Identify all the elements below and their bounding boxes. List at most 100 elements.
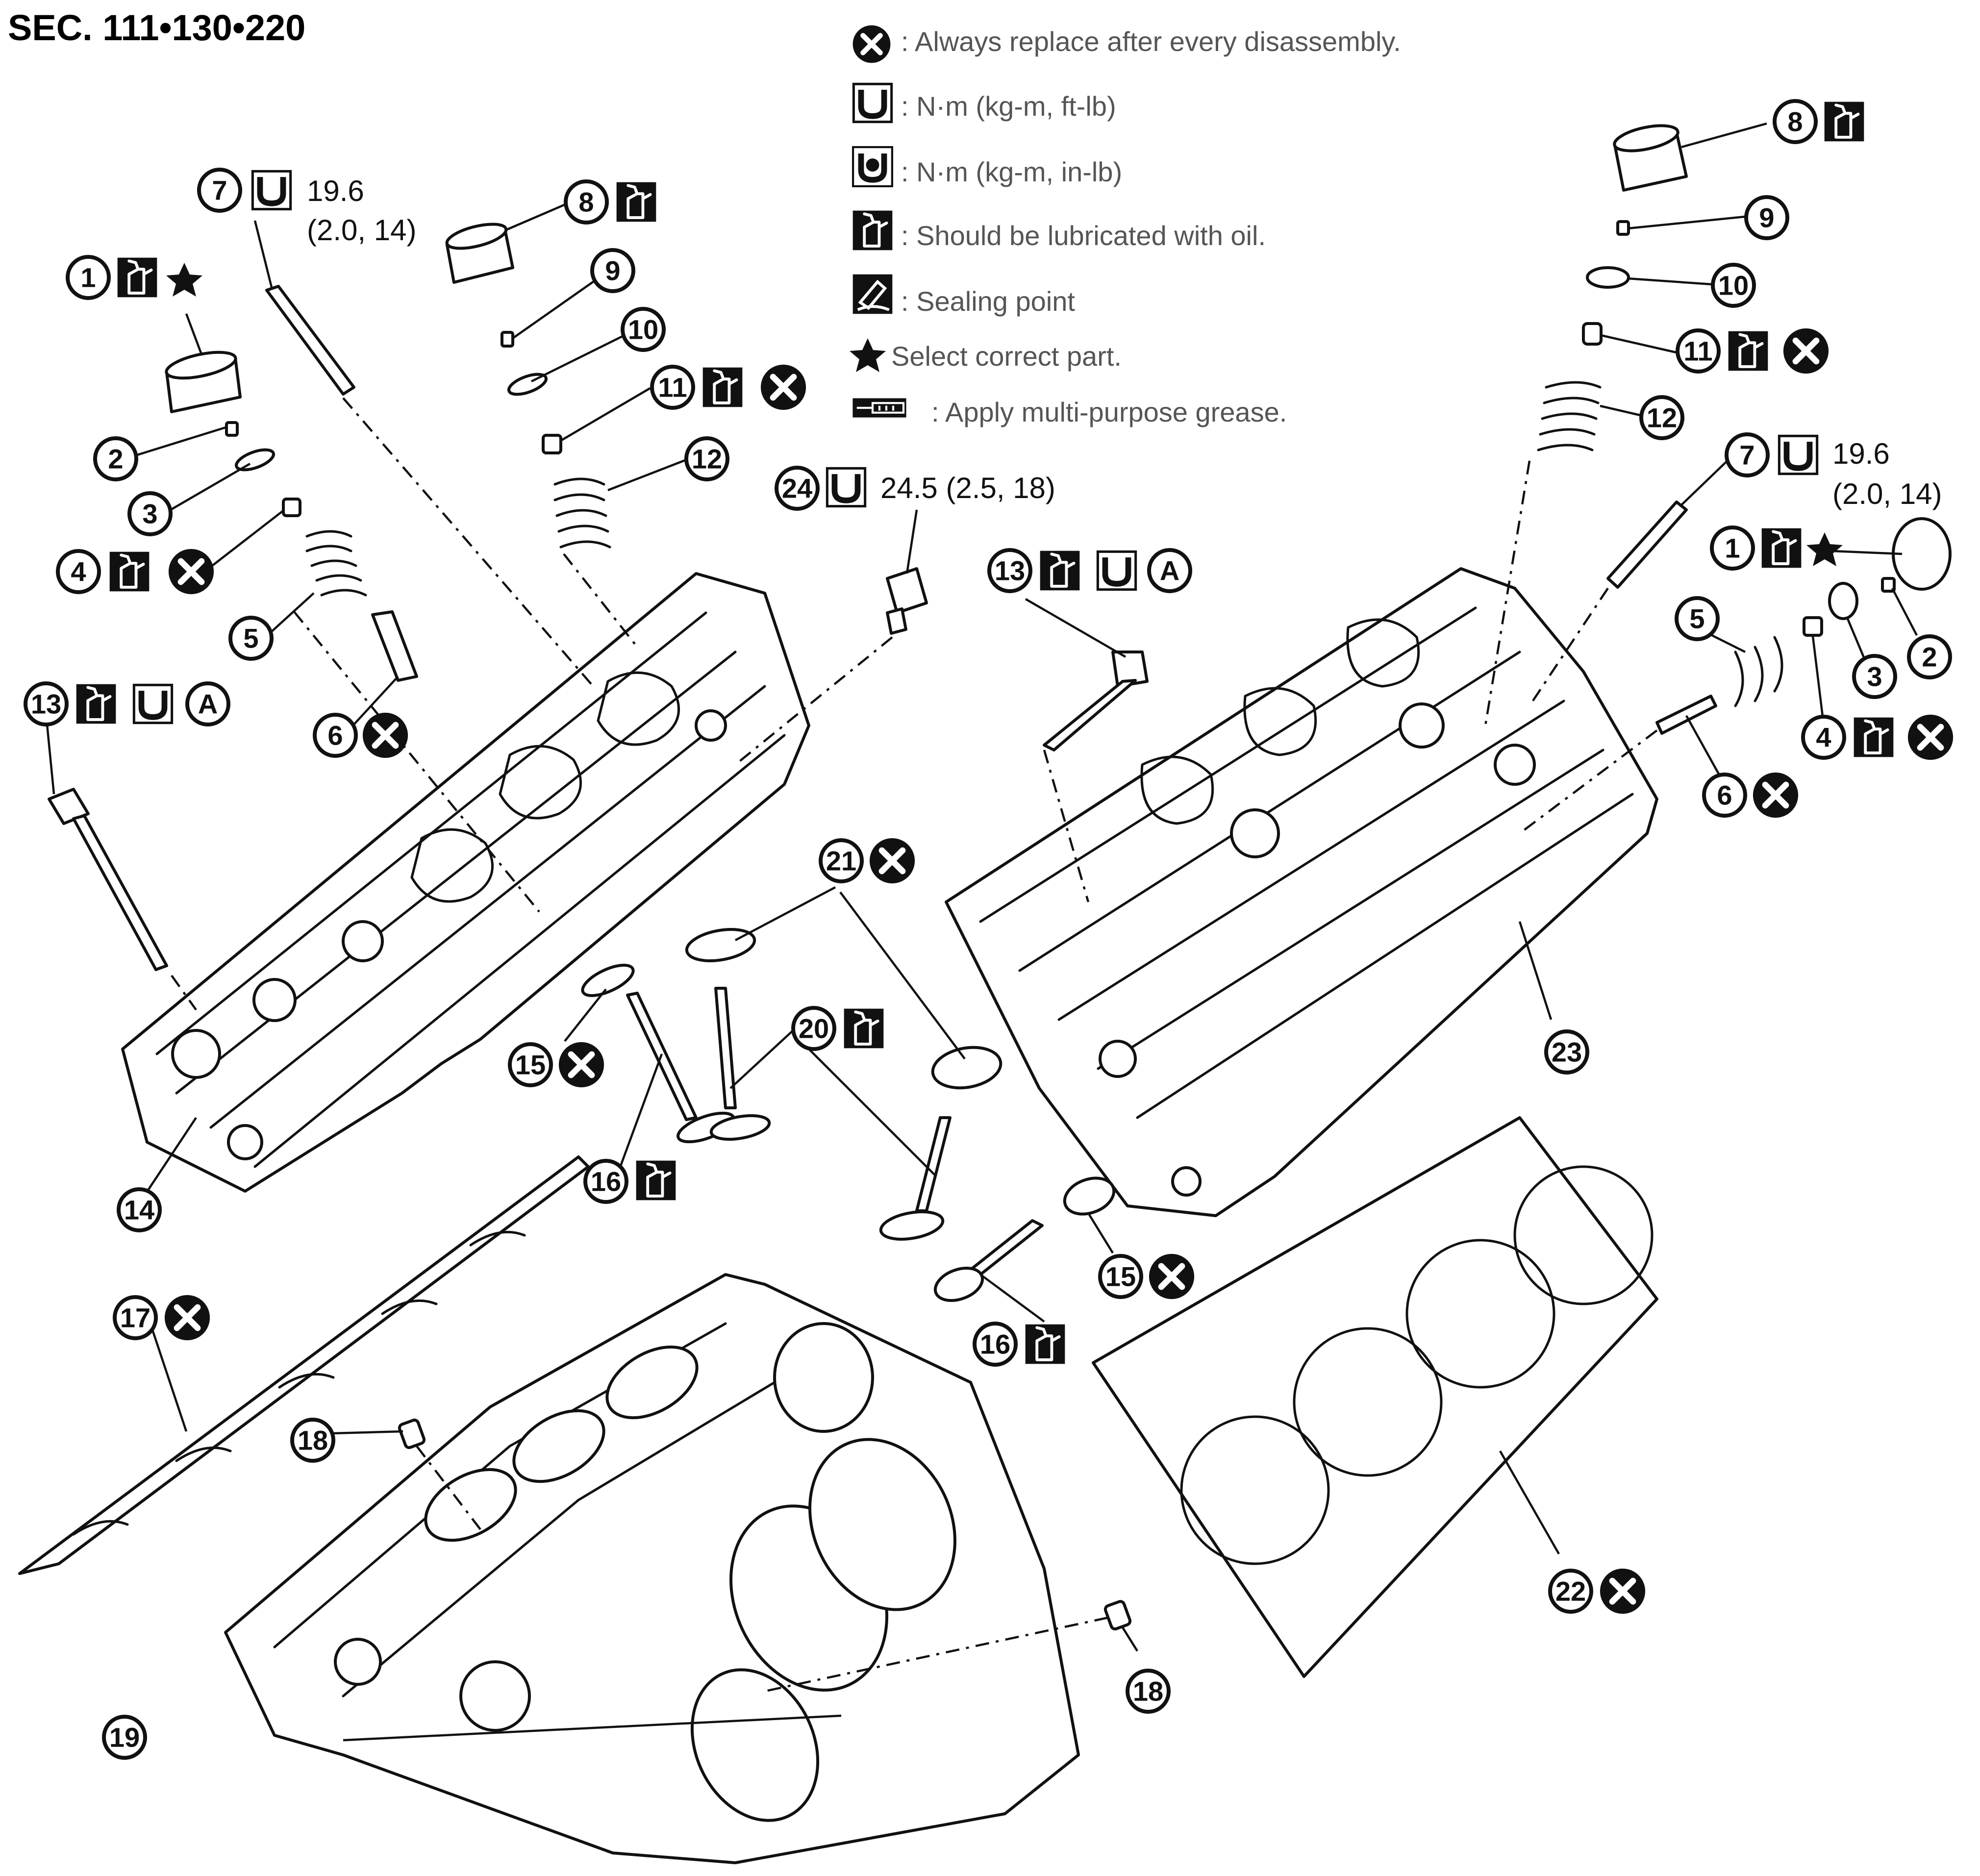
callout-13-right: 13 <box>987 548 1032 593</box>
svg-text:7: 7 <box>212 175 227 206</box>
svg-text:10: 10 <box>1718 270 1749 301</box>
oil-can-icon <box>1854 718 1894 757</box>
legend-torque-ftlb: : N·m (kg-m, ft-lb) <box>901 91 1116 122</box>
callout-2: 2 <box>93 436 138 481</box>
callout-13: 13 <box>24 681 69 726</box>
left-cylinder-head <box>121 572 810 1193</box>
spark-plug-torque-right: 19.6 <box>1832 437 1890 470</box>
svg-text:15: 15 <box>515 1050 546 1080</box>
right-cylinder-head <box>945 567 1658 1217</box>
callout-14: 14 <box>117 1187 162 1232</box>
callout-18-right: 18 <box>1126 1669 1171 1714</box>
callout-2-right: 2 <box>1907 634 1952 679</box>
callout-18: 18 <box>290 1418 335 1463</box>
svg-text:24: 24 <box>782 473 812 504</box>
right-valve-parts <box>1043 124 1952 751</box>
callout-a-right: A <box>1147 548 1192 593</box>
svg-text:8: 8 <box>1787 106 1803 137</box>
always-replace-icon <box>1149 1254 1194 1299</box>
callout-15: 15 <box>508 1042 553 1087</box>
legend-grease: : Apply multi-purpose grease. <box>931 397 1287 427</box>
always-replace-icon <box>1908 715 1953 760</box>
callout-10-right: 10 <box>1711 263 1756 308</box>
always-replace-icon <box>1783 328 1829 374</box>
svg-text:13: 13 <box>995 555 1025 586</box>
callout-16-right: 16 <box>973 1322 1018 1367</box>
svg-text:7: 7 <box>1739 440 1754 471</box>
legend-select-part: Select correct part. <box>891 341 1122 372</box>
svg-text:9: 9 <box>605 255 620 286</box>
svg-text:9: 9 <box>1759 202 1774 233</box>
svg-text:A: A <box>1160 555 1179 586</box>
svg-text:19: 19 <box>109 1722 140 1753</box>
torque-wrench-icon <box>252 171 290 209</box>
torque-wrench-icon <box>134 685 172 723</box>
callout-23: 23 <box>1544 1029 1589 1075</box>
callout-3-right: 3 <box>1852 654 1897 699</box>
oil-can-icon <box>1825 102 1864 142</box>
svg-text:3: 3 <box>142 499 157 529</box>
grease-icon <box>852 398 906 417</box>
svg-text:14: 14 <box>124 1195 154 1226</box>
callout-24: 24 <box>775 466 820 511</box>
svg-text:2: 2 <box>1922 642 1937 673</box>
callout-16: 16 <box>583 1159 628 1204</box>
svg-text:5: 5 <box>243 623 258 654</box>
oil-can-icon <box>844 1009 884 1049</box>
callout-1: 1 <box>66 255 111 300</box>
oil-can-icon <box>110 552 150 592</box>
oil-can-icon <box>617 182 656 222</box>
spark-plug-torque-conv-right: (2.0, 14) <box>1832 477 1942 510</box>
oil-can-icon <box>1729 331 1768 371</box>
always-replace-icon <box>853 25 891 63</box>
torque-wrench-icon <box>1098 551 1135 589</box>
svg-text:1: 1 <box>1725 533 1740 564</box>
torque-wrench-icon <box>1779 436 1817 474</box>
svg-text:18: 18 <box>298 1425 328 1456</box>
callout-a: A <box>185 681 230 726</box>
oil-can-icon <box>853 211 893 250</box>
legend-lubricate: : Should be lubricated with oil. <box>901 220 1266 251</box>
callouts: 1 2 3 4 5 6 7 19.6 (2.0, 14) 8 9 10 11 1… <box>24 99 1953 1760</box>
legend: : Always replace after every disassembly… <box>850 25 1401 427</box>
svg-text:16: 16 <box>591 1166 621 1197</box>
legend-sealing-point: : Sealing point <box>901 286 1075 317</box>
svg-text:1: 1 <box>80 262 96 293</box>
left-head-gasket <box>18 1155 590 1575</box>
svg-text:10: 10 <box>628 314 658 345</box>
callout-4: 4 <box>56 549 101 594</box>
svg-text:5: 5 <box>1689 603 1704 634</box>
callout-6-right: 6 <box>1702 773 1747 818</box>
svg-text:22: 22 <box>1555 1576 1586 1607</box>
always-replace-icon <box>870 838 915 883</box>
callout-10: 10 <box>621 307 666 352</box>
star-icon <box>1806 532 1843 566</box>
torque-wrench-icon <box>827 468 865 506</box>
leader-lines <box>46 122 1918 1742</box>
callout-11: 11 <box>650 365 695 410</box>
spark-plug-torque: 19.6 <box>307 175 364 207</box>
svg-text:8: 8 <box>578 187 594 218</box>
torque-wrench-inlb-icon <box>853 147 893 187</box>
callout-8: 8 <box>564 179 609 225</box>
svg-text:18: 18 <box>1133 1676 1163 1707</box>
legend-always-replace: : Always replace after every disassembly… <box>901 26 1401 57</box>
always-replace-icon <box>363 713 408 758</box>
svg-text:12: 12 <box>1647 402 1677 433</box>
svg-text:16: 16 <box>980 1329 1010 1360</box>
torque-wrench-icon <box>853 84 891 122</box>
star-icon <box>850 338 886 372</box>
right-head-gasket <box>1092 1116 1658 1678</box>
callout-7: 7 <box>197 168 242 213</box>
callout-19: 19 <box>102 1715 147 1760</box>
svg-text:21: 21 <box>826 846 856 876</box>
spark-plug-torque-conv: (2.0, 14) <box>307 214 416 247</box>
callout-1-right: 1 <box>1710 525 1755 571</box>
sealing-point-icon <box>853 275 893 314</box>
always-replace-icon <box>165 1295 210 1340</box>
svg-text:12: 12 <box>692 444 722 475</box>
callout-21: 21 <box>819 838 864 883</box>
star-icon <box>166 263 202 297</box>
callout-11-right: 11 <box>1676 328 1721 374</box>
